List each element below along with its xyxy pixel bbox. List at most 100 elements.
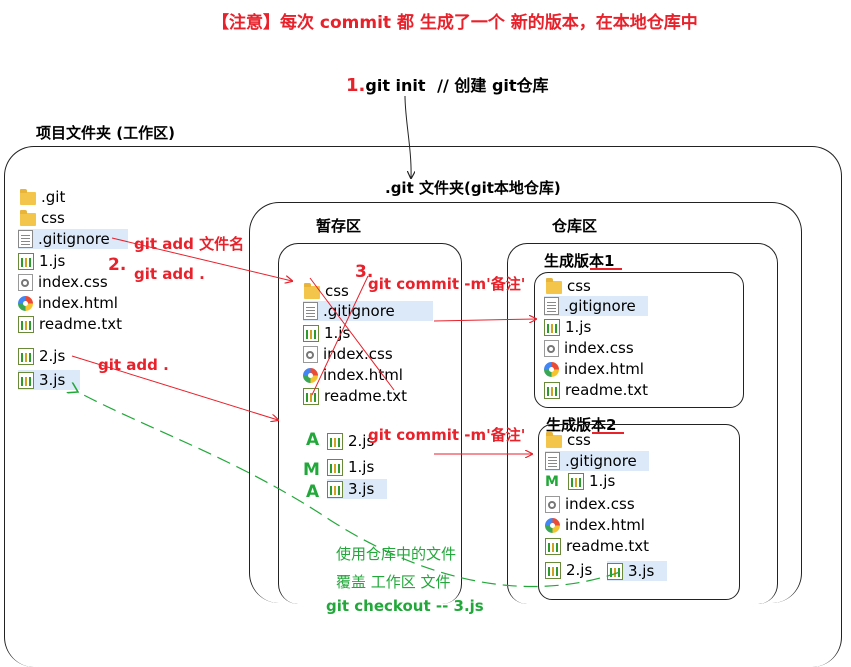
file-name: 1.js [39, 252, 66, 270]
text-file-icon [545, 537, 561, 555]
css-file-icon [303, 345, 318, 363]
staging-file[interactable]: css [304, 281, 349, 301]
file-name: css [567, 431, 591, 449]
file-name: 3.js [39, 371, 66, 389]
css-file-icon [545, 495, 560, 513]
file-name: readme.txt [565, 381, 649, 399]
repository-label: 仓库区 [552, 217, 598, 235]
file-name: 1.js [589, 472, 616, 490]
file-name: 3.js [628, 562, 655, 580]
workspace-file[interactable]: index.html [18, 293, 118, 313]
js-file-icon [18, 252, 34, 270]
file-name: index.html [323, 366, 403, 384]
git-checkout-arrow [78, 392, 621, 588]
file-name: 1.js [565, 318, 592, 336]
checkout-description-line2: 覆盖 工作区 文件 [336, 573, 451, 591]
file-name: .gitignore [565, 452, 637, 470]
staging-file[interactable]: .gitignore [303, 301, 433, 321]
version2-file[interactable]: 1.js [568, 471, 615, 491]
version2-file[interactable]: 2.js [545, 560, 592, 580]
version2-box [538, 424, 740, 600]
file-name: 2.js [39, 347, 66, 365]
staging-label: 暂存区 [316, 217, 362, 235]
checkout-description-line1: 使用仓库中的文件 [336, 545, 457, 563]
version1-file[interactable]: index.html [544, 359, 644, 379]
file-name: css [41, 209, 65, 227]
git-commit-annotation: git commit -m'备注' [368, 275, 526, 293]
file-name: index.css [38, 273, 108, 291]
html-file-icon [303, 367, 318, 383]
file-name: .git [41, 188, 66, 206]
version2-file[interactable]: .gitignore [545, 451, 649, 471]
document-icon [544, 297, 559, 315]
repository-box [507, 243, 778, 604]
version2-file[interactable]: index.html [545, 515, 645, 535]
workspace-file[interactable]: .gitignore [18, 229, 128, 249]
workspace-label: 项目文件夹 (工作区) [36, 124, 175, 142]
file-name: .gitignore [38, 230, 110, 248]
git-init-label: 1.git init // 创建 git仓库 [346, 72, 549, 96]
step-2-marker: 2. [108, 255, 127, 275]
version1-file[interactable]: readme.txt [544, 380, 648, 400]
git-add-filename-annotation: git add 文件名 [134, 235, 245, 253]
version2-underline [592, 432, 624, 434]
workspace-file[interactable]: index.css [18, 272, 108, 292]
js-file-icon [544, 318, 560, 336]
workspace-box [4, 146, 842, 667]
folder-icon [20, 188, 36, 205]
js-file-icon [303, 324, 319, 342]
workspace-file[interactable]: css [20, 208, 65, 228]
staging-file[interactable]: index.css [303, 344, 393, 364]
file-name: readme.txt [566, 537, 650, 555]
version1-file[interactable]: .gitignore [544, 296, 648, 316]
file-name: index.css [564, 339, 634, 357]
html-file-icon [18, 295, 33, 311]
version2-file[interactable]: css [546, 430, 591, 450]
workspace-file[interactable]: 3.js [18, 370, 80, 390]
step-3-arrow [309, 277, 395, 391]
step-3-arrow [311, 275, 369, 396]
version1-file[interactable]: css [546, 276, 591, 296]
css-file-icon [544, 339, 559, 357]
version1-file[interactable]: 1.js [544, 317, 591, 337]
git-commit-annotation: git commit -m'备注' [368, 426, 526, 444]
document-icon [545, 452, 560, 470]
version1-label: 生成版本1 [544, 252, 615, 270]
step-1-marker: 1. [346, 75, 366, 96]
change-status-added: A [306, 430, 320, 450]
workspace-file[interactable]: .git [20, 187, 65, 207]
js-file-icon [18, 371, 34, 389]
git-add-dot-annotation: git add . [134, 265, 205, 283]
staging-change-file[interactable]: 1.js [327, 457, 374, 477]
version2-file[interactable]: index.css [545, 494, 635, 514]
staging-file[interactable]: readme.txt [303, 386, 407, 406]
folder-icon [546, 277, 562, 294]
version1-box [534, 272, 744, 408]
git-init-arrow [404, 95, 411, 178]
file-name: index.html [564, 360, 644, 378]
step-3-marker: 3. [355, 262, 374, 282]
workspace-file[interactable]: 1.js [18, 251, 65, 271]
css-file-icon [18, 273, 33, 291]
staging-box [278, 243, 462, 604]
document-icon [303, 302, 318, 320]
html-file-icon [544, 361, 559, 377]
folder-icon [20, 209, 36, 226]
git-folder-box [249, 202, 802, 603]
version1-file[interactable]: index.css [544, 338, 634, 358]
js-file-icon [568, 472, 584, 490]
js-file-icon [545, 561, 561, 579]
file-name: index.css [323, 345, 393, 363]
git-folder-label: .git 文件夹(git本地仓库) [385, 179, 561, 197]
text-file-icon [303, 387, 319, 405]
workspace-file[interactable]: readme.txt [18, 314, 122, 334]
version2-file[interactable]: readme.txt [545, 536, 649, 556]
staging-change-file[interactable]: 2.js [327, 431, 374, 451]
title-note: 【注意】每次 commit 都 生成了一个 新的版本，在本地仓库中 [212, 13, 698, 33]
staging-file[interactable]: index.html [303, 365, 403, 385]
change-status-added: A [306, 482, 320, 502]
staging-change-file[interactable]: 3.js [327, 479, 387, 499]
workspace-file[interactable]: 2.js [18, 346, 65, 366]
file-name: readme.txt [324, 387, 408, 405]
file-name: css [567, 277, 591, 295]
